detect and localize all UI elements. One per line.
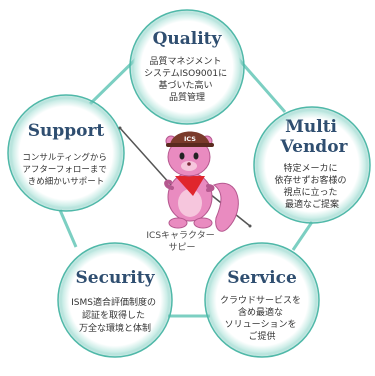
mascot-eye-left bbox=[179, 152, 185, 160]
node-support-desc: コンサルティングから アフターフォローまで きめ細かいサポート bbox=[22, 152, 109, 187]
mascot-foot-right bbox=[193, 217, 213, 229]
node-security-desc: ISMS適合評価制度の 認証を取得した 万全な環境と体制 bbox=[71, 296, 159, 334]
node-service-title: Service bbox=[227, 268, 297, 288]
node-support-title: Support bbox=[28, 121, 105, 141]
node-support: Support コンサルティングから アフターフォローまで きめ細かいサポート bbox=[7, 94, 125, 212]
node-security-circle bbox=[57, 242, 173, 358]
connector-multivendor-service bbox=[291, 221, 314, 251]
mascot-tail bbox=[212, 182, 239, 232]
mascot-arm-right bbox=[206, 184, 215, 192]
node-multi-vendor-title: Multi Vendor bbox=[280, 117, 349, 157]
node-multi-vendor-circle bbox=[253, 106, 371, 224]
mascot-pointer-left-tip bbox=[118, 126, 122, 130]
mascot-pointer-left bbox=[119, 127, 172, 186]
node-security-title: Security bbox=[76, 268, 156, 288]
node-service-circle bbox=[204, 242, 320, 358]
node-multi-vendor-desc: 特定メーカに 依存せずお客様の 視点に立った 最適なご提案 bbox=[275, 162, 350, 210]
node-service: Service クラウドサービスを 含め最適な ソリューションを ご提供 bbox=[204, 242, 320, 358]
mascot-scarf bbox=[175, 176, 205, 196]
mascot-muzzle bbox=[181, 161, 197, 171]
mascot-pointer-right-tip bbox=[248, 224, 252, 228]
node-security: Security ISMS適合評価制度の 認証を取得した 万全な環境と体制 bbox=[57, 242, 173, 358]
mascot: ICS bbox=[118, 126, 252, 232]
mascot-foot-left bbox=[168, 217, 188, 229]
mascot-hat bbox=[170, 131, 210, 145]
node-quality: Quality 品質マネジメント システムISO9001に 基づいた高い 品質管… bbox=[129, 9, 245, 125]
node-quality-desc: 品質マネジメント システムISO9001に 基づいた高い 品質管理 bbox=[144, 55, 230, 103]
node-quality-title: Quality bbox=[153, 29, 223, 49]
mascot-hat-brim bbox=[166, 143, 214, 147]
connector-security-support bbox=[58, 209, 78, 248]
mascot-belly bbox=[178, 189, 202, 217]
node-service-desc: クラウドサービスを 含め最適な ソリューションを ご提供 bbox=[220, 295, 304, 342]
node-quality-circle bbox=[129, 9, 245, 125]
mascot-caption: ICSキャラクター サピー bbox=[146, 230, 217, 253]
mascot-hat-label: ICS bbox=[184, 135, 196, 143]
node-support-circle bbox=[7, 94, 125, 212]
mascot-eye-right bbox=[193, 152, 199, 160]
mascot-arm-left bbox=[164, 179, 174, 190]
node-multi-vendor: Multi Vendor 特定メーカに 依存せずお客様の 視点に立った 最適なご… bbox=[253, 106, 371, 224]
mascot-nose bbox=[187, 162, 191, 166]
